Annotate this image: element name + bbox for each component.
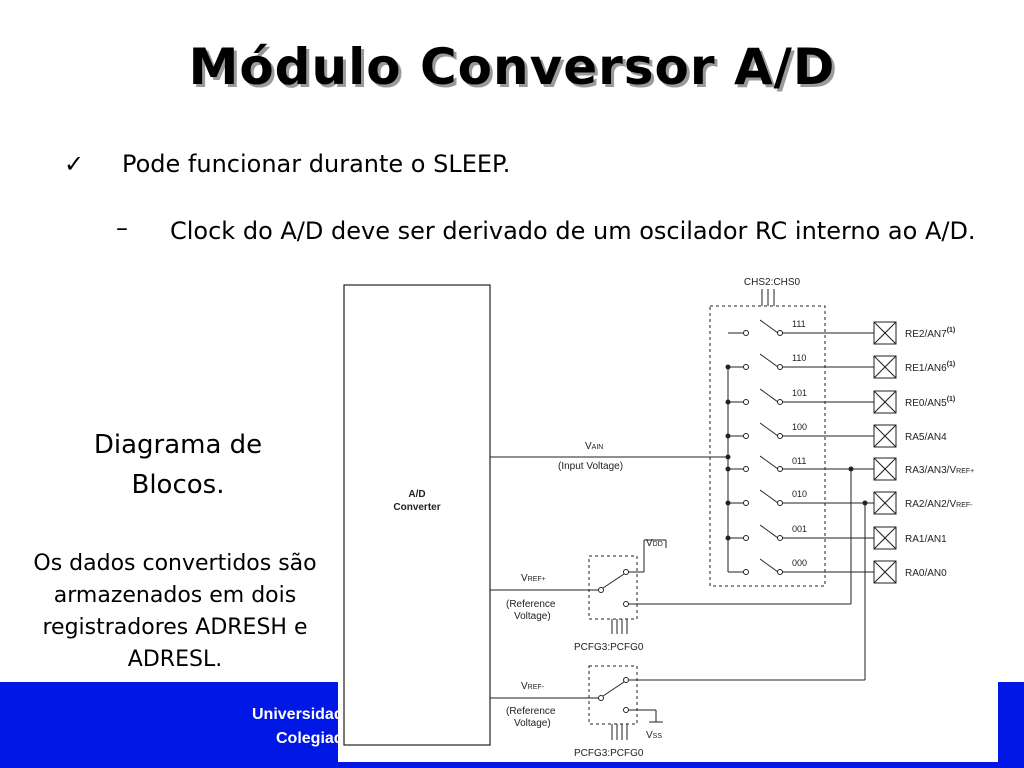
pin-ra5: RA5/AN4: [905, 432, 947, 443]
pin-ra1: RA1/AN1: [905, 534, 947, 545]
bullet-clock: Clock do A/D deve ser derivado de um osc…: [170, 217, 976, 245]
mux-box: [709, 305, 826, 587]
channel-codes: 111 110 101 100 011 010 001 000: [792, 319, 807, 568]
converter-box: [343, 284, 491, 746]
code-110: 110: [792, 353, 806, 363]
code-001: 001: [792, 524, 807, 534]
pcfg-label-2: PCFG3:PCFG0: [574, 748, 644, 759]
mux-switches: [743, 319, 783, 575]
code-111: 111: [792, 319, 806, 329]
pin-ra0: RA0/AN0: [905, 568, 947, 579]
code-101: 101: [792, 388, 807, 398]
vrefn-ref-1: (Reference: [506, 706, 556, 717]
pin-labels: RE2/AN7(1) RE1/AN6(1) RE0/AN5(1) RA5/AN4…: [905, 327, 974, 579]
checkmark-icon: ✓: [64, 150, 85, 178]
pin-re2: RE2/AN7(1): [905, 327, 955, 340]
pin-re1: RE1/AN6(1): [905, 361, 955, 374]
side-caption-title: Diagrama de Blocos.: [93, 430, 263, 500]
pin-ra3: RA3/AN3/VREF+: [905, 465, 974, 476]
code-011: 011: [792, 456, 806, 466]
vss-label: VSS: [646, 730, 662, 741]
converter-label-2: Converter: [393, 502, 440, 513]
code-000: 000: [792, 558, 807, 568]
code-100: 100: [792, 422, 807, 432]
pin-lines: [782, 332, 874, 573]
side-caption-text: Os dados convertidos são armazenados em …: [33, 551, 317, 672]
vrefp-select-box: [588, 555, 638, 620]
vrefn-label: VREF-: [521, 681, 545, 692]
pin-ra2: RA2/AN2/VREF-: [905, 499, 973, 510]
footer-line-2: Colegiado: [276, 730, 346, 747]
vrefp-ref-1: (Reference: [506, 599, 556, 610]
vrefp-ref-2: Voltage): [514, 611, 551, 622]
slide-title: Módulo Conversor A/D: [188, 38, 836, 96]
vrefn-select-box: [588, 665, 638, 725]
block-diagram: A/D Converter CHS2:CHS0 VAIN (Input Volt…: [338, 268, 998, 762]
pin-re0: RE0/AN5(1): [905, 396, 955, 409]
vdd-label: VDD: [646, 538, 663, 549]
converter-label-1: A/D: [408, 489, 425, 500]
pcfg-label-1: PCFG3:PCFG0: [574, 642, 644, 653]
code-010: 010: [792, 489, 807, 499]
vain-label: VAIN: [585, 441, 603, 452]
vrefp-label: VREF+: [521, 573, 546, 584]
footer-line-1: Universidade: [252, 706, 347, 723]
pin-boxes: [873, 321, 897, 584]
block-diagram-svg: A/D Converter CHS2:CHS0 VAIN (Input Volt…: [343, 277, 974, 759]
input-voltage-label: (Input Voltage): [558, 461, 623, 472]
chs-label: CHS2:CHS0: [744, 277, 801, 288]
vrefn-ref-2: Voltage): [514, 718, 551, 729]
bullet-sleep: Pode funcionar durante o SLEEP.: [122, 150, 511, 178]
dash-icon: –: [116, 214, 128, 242]
